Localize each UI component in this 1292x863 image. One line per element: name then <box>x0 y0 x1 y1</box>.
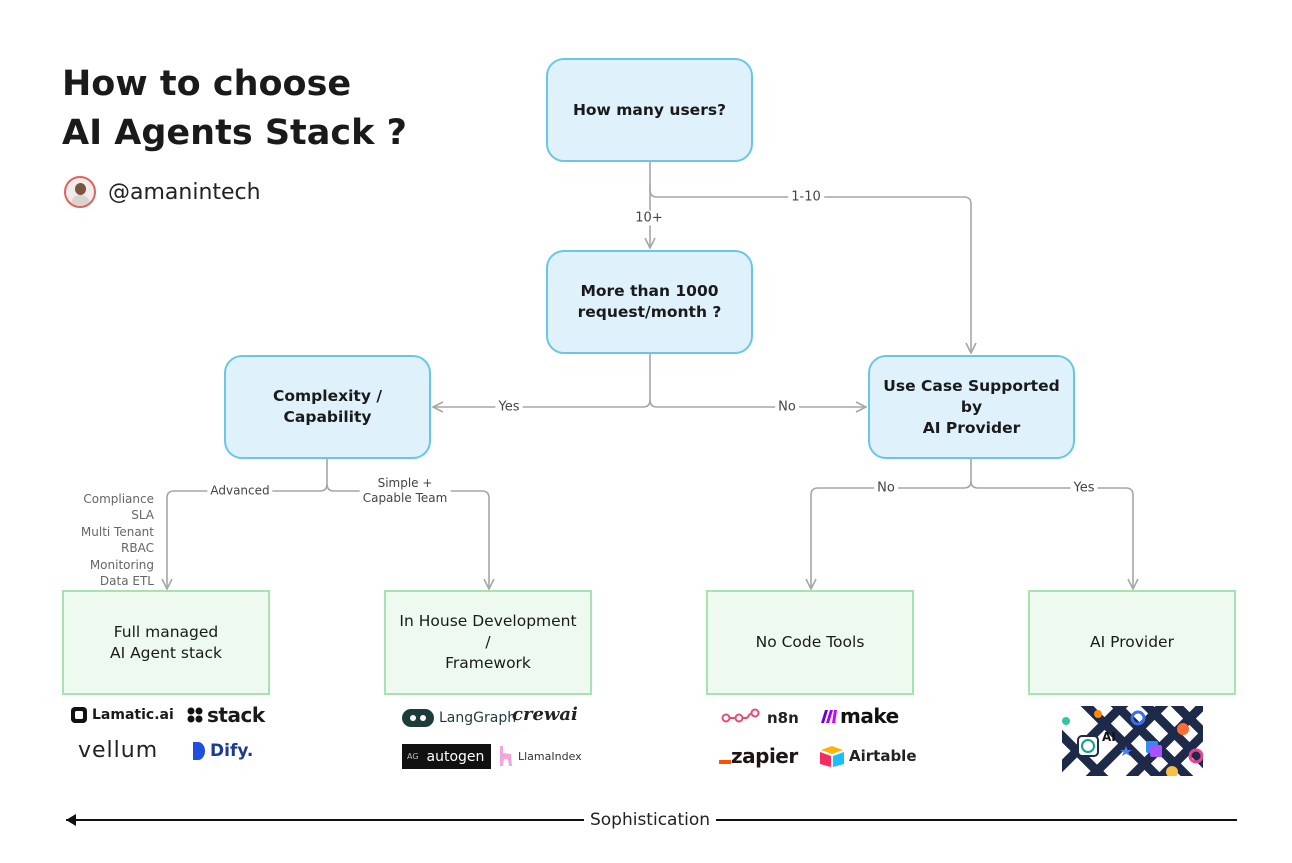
dify-icon <box>193 742 205 760</box>
airtable-wordmark: Airtable <box>849 747 917 765</box>
edge-label-advanced: Advanced <box>207 483 273 499</box>
airtable-icon <box>820 746 844 767</box>
ai-provider-logo-mosaic: AI <box>1062 706 1203 776</box>
langgraph-wordmark: LangGraph <box>439 710 517 726</box>
make-icon <box>821 710 837 723</box>
title-line-2: AI Agents Stack ? <box>62 113 407 153</box>
simple-line-2: Capable Team <box>362 491 448 505</box>
author[interactable]: @amanintech <box>64 176 261 208</box>
stack-icon <box>187 707 203 723</box>
edge-label-10-plus: 10+ <box>632 210 666 226</box>
zapier-icon <box>719 760 731 764</box>
outcome-label-line-1: In House Development / <box>399 612 577 651</box>
logo-lamatic: Lamatic.ai <box>70 706 174 724</box>
requirement-item: Compliance <box>83 492 154 506</box>
edge-label-1-10: 1-10 <box>788 189 824 205</box>
connector-complexity-to-inhouse <box>326 483 489 589</box>
stack-wordmark: stack <box>207 703 265 727</box>
author-handle[interactable]: @amanintech <box>108 179 261 205</box>
requirement-item: SLA <box>131 508 154 523</box>
decision-label-line-2: request/month ? <box>577 303 722 321</box>
llama-icon <box>500 746 512 766</box>
decision-label-line-2: Capability <box>283 408 372 426</box>
connector-usecase-to-provider <box>970 480 1133 589</box>
connector-requests-to-usecase <box>649 399 866 407</box>
logo-zapier: zapier <box>719 744 798 768</box>
outcome-ai-provider: AI Provider <box>1028 590 1236 695</box>
outcome-full-managed: Full managed AI Agent stack <box>62 590 270 695</box>
logo-crewai: crewai <box>512 704 578 725</box>
requirements-list: Compliance SLA Multi Tenant RBAC Monitor… <box>81 491 154 589</box>
zapier-wordmark: zapier <box>731 744 798 768</box>
logo-n8n: n8n <box>721 708 799 728</box>
decision-complexity: Complexity / Capability <box>224 355 431 459</box>
decision-label-line-1: Use Case Supported by <box>883 376 1060 416</box>
requirement-item: RBAC <box>121 541 154 556</box>
decision-label-line-1: Complexity / <box>273 387 382 405</box>
decision-label: How many users? <box>572 100 727 119</box>
decision-request-volume: More than 1000 request/month ? <box>546 250 753 354</box>
decision-use-case: Use Case Supported by AI Provider <box>868 355 1075 459</box>
requirement-item: Monitoring <box>89 557 154 572</box>
autogen-badge: AG <box>407 752 419 761</box>
lamatic-icon <box>71 707 87 723</box>
outcome-no-code: No Code Tools <box>706 590 914 695</box>
crewai-wordmark: crewai <box>512 704 578 725</box>
lamatic-wordmark: Lamatic.ai <box>92 707 174 723</box>
outcome-label-line-2: Framework <box>445 654 531 672</box>
ai-tile-label: AI <box>1102 730 1116 744</box>
outcome-label: No Code Tools <box>755 633 865 651</box>
connector-complexity-to-managed <box>167 459 328 589</box>
edge-label-yes-lower: Yes <box>1070 480 1098 496</box>
simple-line-1: Simple + <box>377 476 433 490</box>
decision-label-line-1: More than 1000 <box>580 282 719 300</box>
page-title: How to choose AI Agents Stack ? <box>62 60 407 158</box>
make-wordmark: make <box>840 704 899 728</box>
edge-label-no: No <box>775 399 799 415</box>
outcome-label-line-1: Full managed <box>113 622 219 641</box>
llamaindex-wordmark: LlamaIndex <box>518 749 582 763</box>
logo-make: make <box>820 704 899 728</box>
logo-airtable: Airtable <box>819 745 917 767</box>
decision-label-line-2: AI Provider <box>922 418 1021 437</box>
logo-stack: stack <box>186 703 265 727</box>
autogen-wordmark: autogen <box>426 748 485 765</box>
avatar <box>64 176 96 208</box>
logo-langgraph: LangGraph <box>402 709 516 727</box>
connector-requests-to-complexity <box>433 354 651 407</box>
requirement-item: Multi Tenant <box>80 524 154 539</box>
outcome-label: AI Provider <box>1090 633 1174 651</box>
axis-label-sophistication: Sophistication <box>583 810 717 830</box>
ai-provider-icons: AI <box>1062 706 1203 776</box>
vellum-wordmark: vellum <box>78 738 159 763</box>
outcome-label-line-2: AI Agent stack <box>109 643 223 662</box>
edge-label-simple: Simple + Capable Team <box>359 476 451 506</box>
requirement-item: Data ETL <box>99 574 154 589</box>
edge-label-yes: Yes <box>495 399 523 415</box>
logo-dify: Dify. <box>192 741 253 761</box>
logo-autogen: AG autogen <box>402 744 492 769</box>
langgraph-icon <box>402 709 434 727</box>
logo-vellum: vellum <box>78 738 158 763</box>
n8n-icon <box>721 708 760 723</box>
outcome-in-house: In House Development / Framework <box>384 590 592 695</box>
edge-label-no-lower: No <box>874 480 898 496</box>
connector-usecase-to-nocode <box>811 459 972 589</box>
decision-how-many-users: How many users? <box>546 58 753 162</box>
logo-llamaindex: LlamaIndex <box>496 744 582 768</box>
n8n-wordmark: n8n <box>767 709 799 727</box>
title-line-1: How to choose <box>62 64 352 104</box>
dify-wordmark: Dify. <box>210 741 254 761</box>
